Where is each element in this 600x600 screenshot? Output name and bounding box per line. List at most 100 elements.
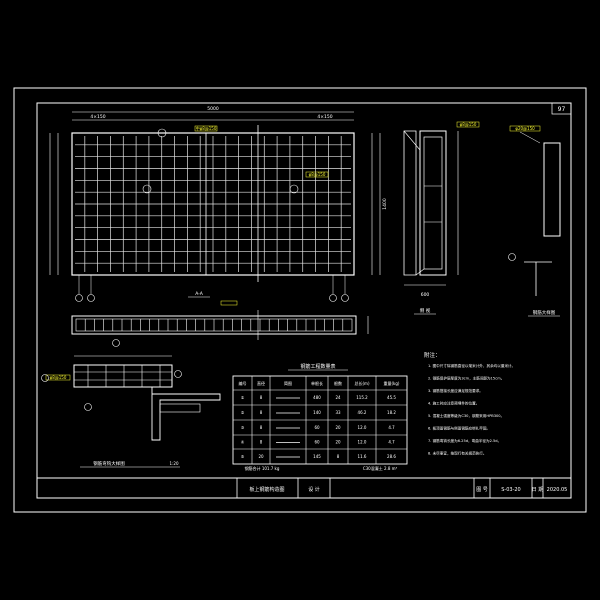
hook-block bbox=[159, 403, 201, 413]
side-section-title: 侧 视 bbox=[420, 307, 431, 314]
bar-detail-title: 钢筋大样图 bbox=[533, 309, 556, 316]
table-header: 总长(m) bbox=[354, 380, 369, 386]
table-cell: ② bbox=[241, 410, 245, 415]
plan-outline bbox=[71, 132, 355, 276]
fig-no: S-03-20 bbox=[501, 487, 521, 493]
hook-stem bbox=[151, 387, 221, 441]
table-cell: 20 bbox=[258, 454, 264, 459]
axis-circle bbox=[329, 294, 337, 302]
bar-callout bbox=[508, 253, 516, 261]
side-section-dim: 600 bbox=[421, 292, 430, 298]
table-cell: 140 bbox=[313, 410, 321, 415]
bar-detail-view: φ20@150 钢筋大样图 bbox=[508, 125, 561, 317]
hook-detail-title: 钢筋弯钩大样图 bbox=[93, 460, 125, 467]
table-cell: 12.0 bbox=[358, 440, 367, 445]
strip-outline bbox=[71, 315, 357, 335]
axis-circle bbox=[75, 294, 83, 302]
table-cell: 20 bbox=[335, 440, 341, 445]
table-header: 直径 bbox=[257, 380, 265, 386]
note-line: 4. 施工时应注意预埋件的位置。 bbox=[428, 401, 479, 406]
section-tag-box bbox=[220, 300, 238, 306]
hook-outline bbox=[73, 364, 173, 388]
callout-circle bbox=[289, 184, 299, 194]
notes-block: 附注： 1. 图中尺寸除钢筋直径以毫米计外，其余均以厘米计。 2. 钢筋保护层厚度… bbox=[424, 351, 515, 456]
table-cell: 8 bbox=[260, 425, 263, 430]
table-footer-left: 钢筋合计 101.7 kg bbox=[245, 465, 280, 471]
hook-detail-view: φ8@150 钢筋弯钩大样图 1:20 bbox=[41, 355, 221, 468]
table-cell: 45.5 bbox=[387, 395, 396, 400]
table-cell: 115.2 bbox=[356, 395, 368, 400]
note-line: 5. 混凝土强度等级为C30，钢筋采用HPB300。 bbox=[428, 413, 504, 418]
outer-frame bbox=[13, 87, 587, 513]
hook-callout bbox=[174, 370, 182, 378]
table-cell: 145 bbox=[313, 454, 321, 459]
dim-height: 1400 bbox=[382, 198, 388, 210]
notes-title: 附注： bbox=[424, 351, 441, 359]
table-header: 重量(kg) bbox=[384, 380, 400, 386]
bar-tag-box bbox=[509, 125, 541, 132]
note-line: 7. 钢筋弯钩长度为6.25d，弯曲半径为2.5d。 bbox=[428, 438, 501, 443]
table-cell: 33 bbox=[335, 410, 341, 415]
table-cell: 28.6 bbox=[387, 454, 396, 459]
bar-shape bbox=[543, 142, 561, 237]
side-section-view: φ8@150 600 侧 视 bbox=[403, 121, 480, 315]
elevation-strip bbox=[71, 310, 369, 347]
table-cell: 18.2 bbox=[387, 410, 396, 415]
note-line: 8. 未尽事宜，按现行有关规范执行。 bbox=[428, 451, 486, 456]
side-outer bbox=[403, 130, 417, 276]
dim-left: 4×150 bbox=[90, 114, 105, 120]
table-header: 单根长 bbox=[311, 380, 323, 386]
date: 2020.05 bbox=[547, 487, 568, 493]
side-inner bbox=[423, 136, 443, 270]
table-cell: 46.2 bbox=[358, 410, 367, 415]
table-cell: 20 bbox=[335, 425, 341, 430]
table-cell: ③ bbox=[241, 425, 245, 430]
table-header: 根数 bbox=[334, 380, 342, 386]
table-lines bbox=[233, 376, 407, 464]
bar-detail-tag: φ20@150 bbox=[515, 126, 535, 131]
callout-circle bbox=[157, 128, 167, 138]
axis-circle bbox=[341, 294, 349, 302]
side-section-tag: φ8@150 bbox=[460, 122, 477, 127]
table-header: 简图 bbox=[284, 380, 292, 386]
hook-tag: φ8@150 bbox=[50, 375, 67, 380]
bar-tag-box bbox=[194, 125, 218, 132]
side-slope bbox=[403, 130, 421, 151]
hook-detail-scale: 1:20 bbox=[170, 461, 179, 466]
table-cell: ① bbox=[241, 395, 245, 400]
bar-bend bbox=[524, 261, 552, 296]
table-cell: ⑤ bbox=[241, 454, 245, 459]
table-cell: 4.7 bbox=[388, 425, 395, 430]
title-block: 板上钢筋构造图 设 计 图 号 S-03-20 日 期 2020.05 bbox=[37, 477, 571, 498]
table-cell: 4.7 bbox=[388, 440, 395, 445]
callout-circle bbox=[142, 184, 152, 194]
strip-callout bbox=[112, 339, 120, 347]
section-mark: A-A bbox=[195, 291, 204, 297]
main-plan-view: 5000 4×150 4×150 1400 中φ8@150 φ8@150 A-A bbox=[49, 106, 388, 306]
table-cell: 8 bbox=[260, 440, 263, 445]
bar-leader bbox=[519, 131, 541, 144]
table-cell: 60 bbox=[314, 425, 320, 430]
hook-callout bbox=[84, 403, 92, 411]
side-tag: φ8@150 bbox=[309, 172, 326, 177]
notes-lines: 1. 图中尺寸除钢筋直径以毫米计外，其余均以厘米计。 2. 钢筋保护层厚度为3cm… bbox=[428, 363, 515, 456]
table-cell: ④ bbox=[241, 440, 245, 445]
fig-no-label: 图 号 bbox=[476, 487, 488, 493]
hook-tag-box bbox=[45, 374, 71, 381]
table-cell: 12.0 bbox=[358, 425, 367, 430]
strip-ticks bbox=[84, 319, 344, 331]
table-cell: 8 bbox=[260, 410, 263, 415]
note-line: 1. 图中尺寸除钢筋直径以毫米计外，其余均以厘米计。 bbox=[428, 363, 515, 368]
page-tag-box bbox=[551, 102, 572, 115]
table-cell: 24 bbox=[335, 395, 341, 400]
side-slope bbox=[415, 268, 425, 276]
side-box bbox=[419, 130, 447, 276]
table-footer-right: C30混凝土 2.8 m³ bbox=[363, 465, 398, 471]
page-tag: 97 bbox=[558, 106, 566, 113]
table-title: 钢筋工程数量表 bbox=[300, 363, 335, 370]
design-label: 设 计 bbox=[308, 486, 320, 493]
table-cell: 8 bbox=[260, 395, 263, 400]
drawing-title: 板上钢筋构造图 bbox=[249, 486, 284, 493]
note-line: 2. 钢筋保护层厚度为3cm，主筋间距为15cm。 bbox=[428, 376, 504, 381]
